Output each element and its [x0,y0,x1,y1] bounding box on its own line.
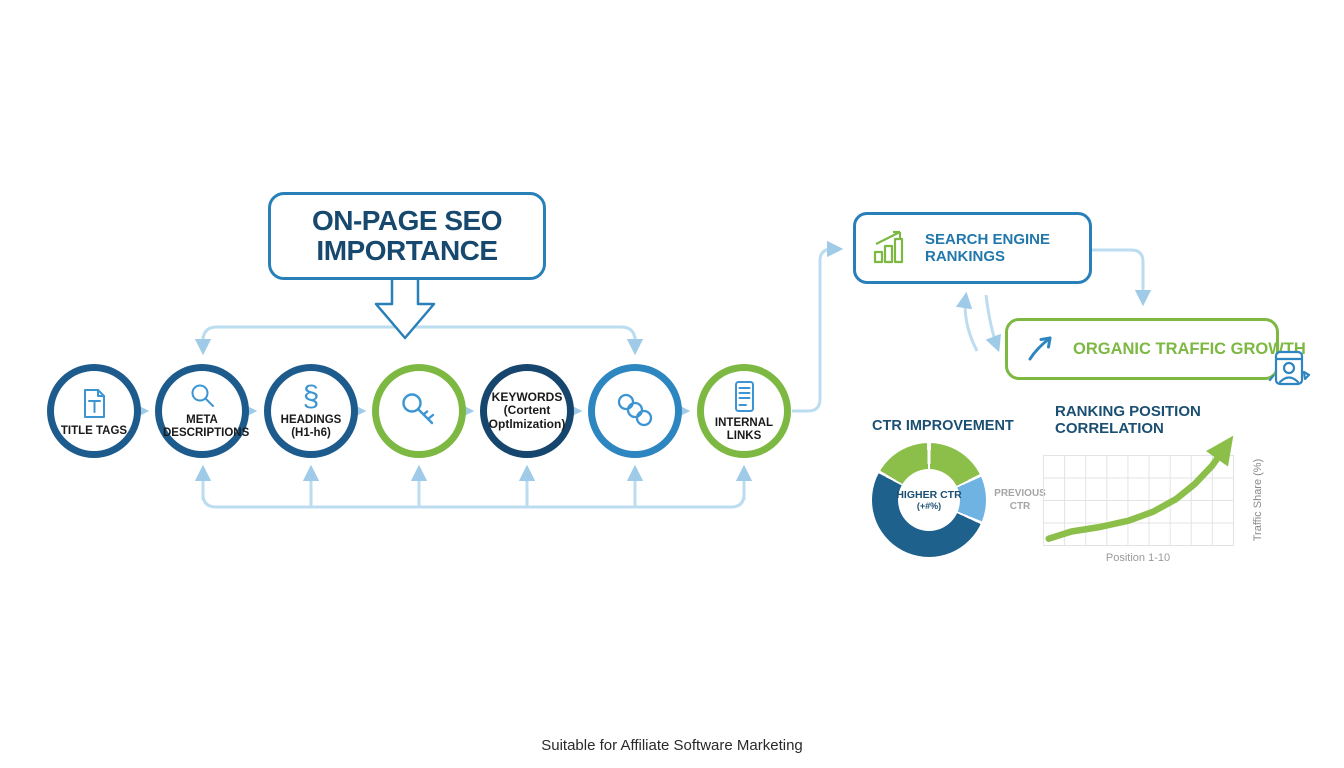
donut-center-main: HIGHER CTR [896,489,962,501]
key-icon [395,386,443,434]
factor-circle-keywords-text: KEYWORDS (Cortent Optlmization) [480,364,574,458]
section-sign-icon: § [302,380,320,414]
donut-center-sub: (+#%) [916,501,942,511]
rankings-label: SEARCH ENGINE RANKINGS [925,230,1051,265]
exchange-arrow-down [984,294,1002,353]
line-chart-title: RANKING POSITION CORRELATION [1055,403,1201,438]
line-chart-xlabel: Position 1-10 [1105,552,1171,564]
organic-traffic-growth-box: ORGANIC TRAFFIC GROWTH [1005,318,1306,380]
title-box-label: ON-PAGE SEO IMPORTANCE [311,205,503,266]
growth-arrow-icon [1022,328,1062,371]
caption: Suitable for Affiliate Software Marketin… [541,737,803,754]
trend-curve-svg [1045,435,1234,542]
organic-label: ORGANIC TRAFFIC GROWTH [1073,339,1306,358]
top-bracket-line [201,325,637,342]
bottom-bracket-line [201,490,746,509]
trend-curve [1045,435,1234,542]
rankings-to-organic-connector [1092,248,1152,307]
person-badge-icon [1266,348,1312,397]
factor-circle-title-tags: TITLE TAGS [47,364,141,458]
rankings-bar-chart-icon [870,226,914,271]
factor-circle-internal-links: INTERNAL LINKS [697,364,791,458]
big-down-arrow [374,273,436,340]
chain-links-icon [611,386,659,434]
donut-chart-title: CTR IMPROVEMENT [872,418,1014,434]
factor-label: TITLE TAGS [60,424,128,437]
search-engine-rankings-box: SEARCH ENGINE RANKINGS [853,212,1092,284]
magnifier-icon [186,382,218,412]
factor-label: INTERNAL LINKS [714,417,774,442]
factor-label: META DESCRIPTIONS [163,414,250,439]
factor-circle-keywords-key [372,364,466,458]
factor-circle-links-chain [588,364,682,458]
exchange-arrow-up [955,291,979,352]
mobile-page-icon [727,379,761,415]
factor-circle-meta-descriptions: META DESCRIPTIONS [155,364,249,458]
line-chart-ylabel: Traffic Share (%) [1252,458,1264,542]
donut-side-label: PREVIOUS CTR [994,488,1046,512]
donut-center-label: HIGHER CTR (+#%) [896,469,962,531]
factor-label: KEYWORDS (Cortent Optlmization) [488,389,566,431]
document-t-icon [75,385,113,423]
factor-label: HEADINGS (H1-h6) [280,414,342,439]
title-box: ON-PAGE SEO IMPORTANCE [268,192,546,280]
factor-circle-headings: § HEADINGS (H1-h6) [264,364,358,458]
links-to-rankings-connector [792,240,844,413]
